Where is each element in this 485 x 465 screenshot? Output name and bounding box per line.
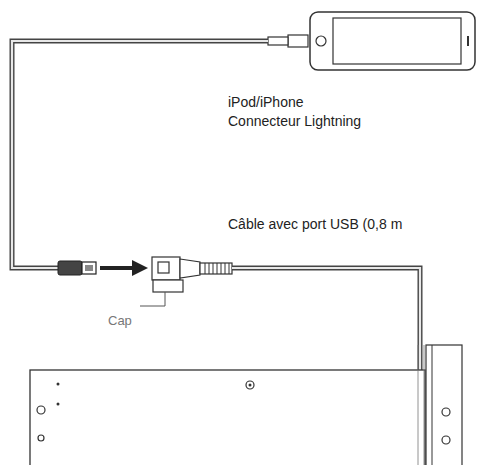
lightning-plug	[268, 35, 308, 47]
usb-plug	[58, 261, 96, 275]
head-unit	[30, 370, 425, 465]
insert-arrow	[100, 266, 140, 270]
usb-socket	[152, 257, 232, 280]
device-label: iPod/iPhone	[228, 94, 304, 111]
iphone-outline	[310, 12, 475, 70]
socket-cap	[140, 280, 183, 306]
usb-cable	[12, 41, 268, 268]
mounting-bracket	[418, 345, 462, 465]
part-label: Cap	[108, 312, 132, 329]
cable-label: Câble avec port USB (0,8 m	[228, 216, 402, 233]
connector-label: Connecteur Lightning	[228, 113, 361, 130]
